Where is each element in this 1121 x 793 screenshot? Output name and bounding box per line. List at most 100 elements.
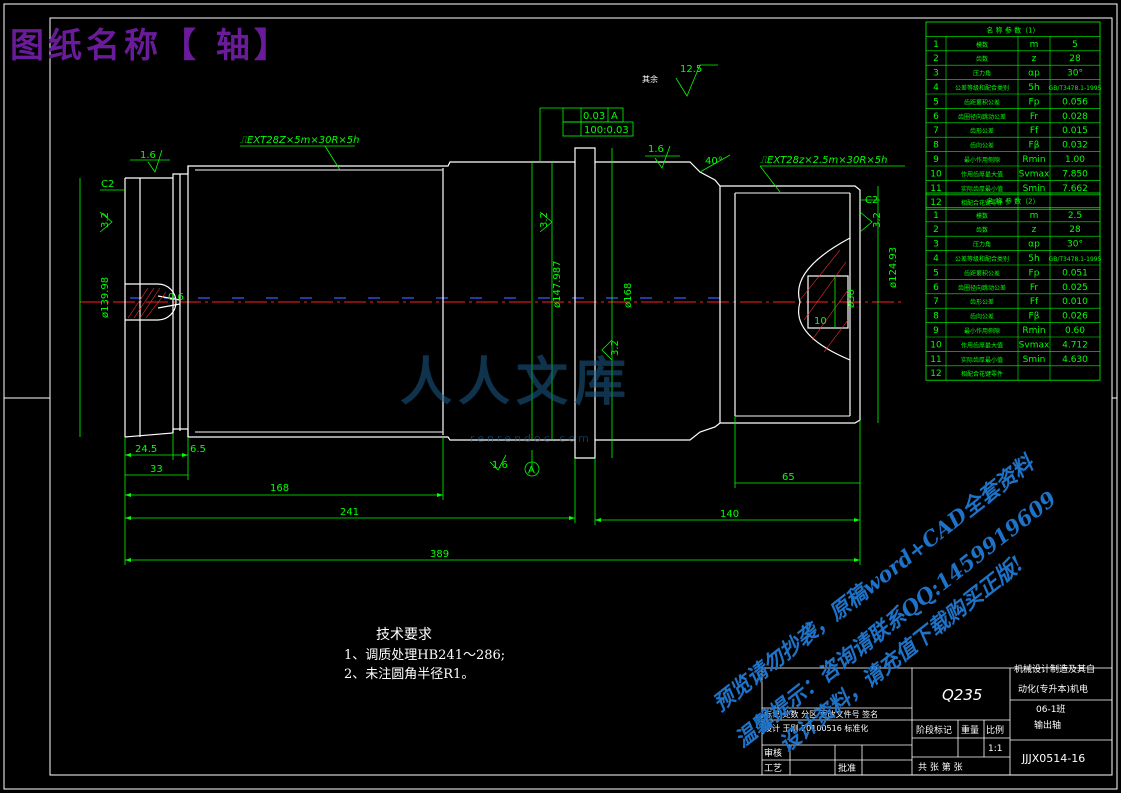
roughness-symbols (99, 64, 873, 471)
param_table_2-cell: αp (1028, 240, 1040, 250)
param_table_2-cell: 齿形公差 (970, 298, 994, 306)
param_table_1-cell: 模数 (976, 41, 988, 49)
chamfer-right: C2 (865, 195, 878, 206)
dia-left: ø139.98 (100, 277, 111, 318)
tb-scale-value: 1:1 (988, 744, 1002, 754)
param_table_2-cell: 4.630 (1062, 355, 1088, 365)
param_table_2-cell: 30° (1067, 240, 1083, 250)
tb-drawing-no: JJJX0514-16 (1021, 752, 1085, 765)
chamfer-left: C2 (101, 179, 114, 190)
param_table_2-cell: 齿向公差 (970, 313, 994, 321)
param_table_2-cell: 2.5 (1068, 211, 1082, 221)
param_table_2-cell: 3 (933, 240, 939, 250)
tb-row-design: 设计 王刚 20100516 标准化 (764, 723, 868, 733)
param_table_2-cell: z (1032, 225, 1037, 235)
param_table_2-cell: 0.025 (1062, 283, 1088, 293)
param_table_1-cell: 2 (933, 54, 939, 64)
inner-border (49, 17, 1113, 776)
tech-req-item-1: 1、调质处理HB241～286; (344, 648, 506, 663)
param_table_2-cell: 最小作用侧隙 (964, 327, 1000, 335)
dim-241: 241 (340, 507, 359, 518)
param_table_2-cell: 5 (933, 268, 939, 278)
param_table_1-cell: 28 (1069, 54, 1081, 64)
param_table_1-cell: 相配合花键零件 (961, 199, 1003, 207)
param_table_1-cell: 0.056 (1062, 97, 1088, 107)
param_table_2-cell: 6 (933, 283, 939, 293)
param_table_1-cell: 5 (933, 97, 939, 107)
rough-top-label: 12.5 (680, 64, 702, 75)
param_table_2-cell: 模数 (976, 212, 988, 220)
dia-small: ø30 (846, 289, 857, 308)
tolerance-frames (524, 107, 634, 477)
param_table_1-cell: 3 (933, 69, 939, 79)
rough-16c: 1.6 (492, 460, 508, 471)
param_table_2-cell: 10 (930, 340, 942, 350)
param_table_2-cell: 12 (930, 369, 941, 379)
param_table_1-cell: 压力角 (973, 70, 991, 78)
tb-sheets: 共 张 第 张 (918, 761, 963, 773)
dimension-lines (79, 107, 905, 565)
param_table_1-cell: 4 (933, 83, 939, 93)
tb-row-mark: 标记 处数 分区 更改文件号 签名 (764, 709, 878, 719)
param_table_1-cell: Rmin (1022, 155, 1045, 165)
param_table_2-cell: Ff (1030, 297, 1039, 307)
tb-weight: 重量 (961, 724, 979, 736)
param_table_2-cell: 齿数 (976, 226, 988, 234)
param_table_2-cell: Fr (1030, 283, 1039, 293)
param_table_1-cell: 5 (1072, 40, 1078, 50)
rough-32b: 3.2 (539, 212, 550, 228)
dim-389: 389 (430, 549, 449, 560)
tb-school-1: 机械设计制造及其自 (1014, 663, 1095, 675)
param_table_2-cell: 实际齿厚最小值 (961, 356, 1003, 364)
param_table_1-cell: 0.032 (1062, 141, 1088, 151)
outer-border (3, 3, 1118, 790)
param_table_2-cell: Svmax (1019, 340, 1050, 350)
param_table_2-cell: Fp (1029, 268, 1040, 278)
param_table_1-cell: Ff (1030, 126, 1039, 136)
tb-class: 06-1班 (1036, 703, 1065, 715)
param_table_2-cell: 0.026 (1062, 312, 1088, 322)
param_table_2-cell: 8 (933, 312, 939, 322)
param_table_1-cell: 10 (930, 169, 942, 179)
param_table_2-cell: 1 (933, 211, 939, 221)
param_table_2-cell: 齿圈径向跳动公差 (958, 284, 1006, 292)
param_table_2-frame (925, 192, 1101, 381)
param_table_1-cell: 实际齿厚最小值 (961, 185, 1003, 193)
param_table_1-cell: 0.015 (1062, 126, 1088, 136)
dim-168: 168 (270, 483, 289, 494)
param_table_2-cell: 7 (933, 297, 939, 307)
tech-req-item-2: 2、未注圆角半径R1。 (344, 667, 475, 682)
param_table_1-cell: Svmax (1019, 169, 1050, 179)
param_table_1-cell: 齿数 (976, 55, 988, 63)
dia-right: ø124.93 (888, 247, 899, 288)
rough-32c: 3.2 (610, 340, 621, 356)
tol-parallel: 0.03 (583, 111, 605, 122)
param_table_2-cell: 0.051 (1062, 268, 1088, 278)
param_table_1-cell: Fr (1030, 112, 1039, 122)
dim-140: 140 (720, 509, 739, 520)
spline-right-label: ⎍EXT28z×2.5m×30R×5h (760, 155, 887, 166)
param_table_2-cell: 公差等级和配合类别 (955, 255, 1009, 263)
tb-review: 审核 (764, 747, 782, 759)
tb-scale: 比例 (986, 724, 1004, 736)
param_table_2-cell: 28 (1069, 225, 1081, 235)
param_table_1-cell: 30° (1067, 69, 1083, 79)
param_table_1-cell: 7.850 (1062, 169, 1088, 179)
param_table_1-cell: 12 (930, 198, 941, 208)
param_table_1-cell: 0.028 (1062, 112, 1088, 122)
param_table_1-cell: 1.00 (1065, 155, 1085, 165)
param_table_2-cell: 0.60 (1065, 326, 1085, 336)
param_table_2-cell: 作用齿厚最大值 (961, 341, 1003, 349)
param_table_1-cell: Fp (1029, 97, 1040, 107)
tb-approve: 批准 (838, 762, 856, 774)
dim-24-5: 24.5 (135, 444, 157, 455)
param_table_1-cell: m (1030, 40, 1039, 50)
param_table_2-cell: 5h (1028, 254, 1039, 264)
param_table_1-cell: 8 (933, 141, 939, 151)
key-depth: 10 (814, 316, 827, 327)
tb-material: Q235 (942, 686, 982, 704)
title-block (761, 667, 1113, 776)
param_table_1-cell: 齿圈径向跳动公差 (958, 113, 1006, 121)
param_table_1-cell: 9 (933, 155, 939, 165)
